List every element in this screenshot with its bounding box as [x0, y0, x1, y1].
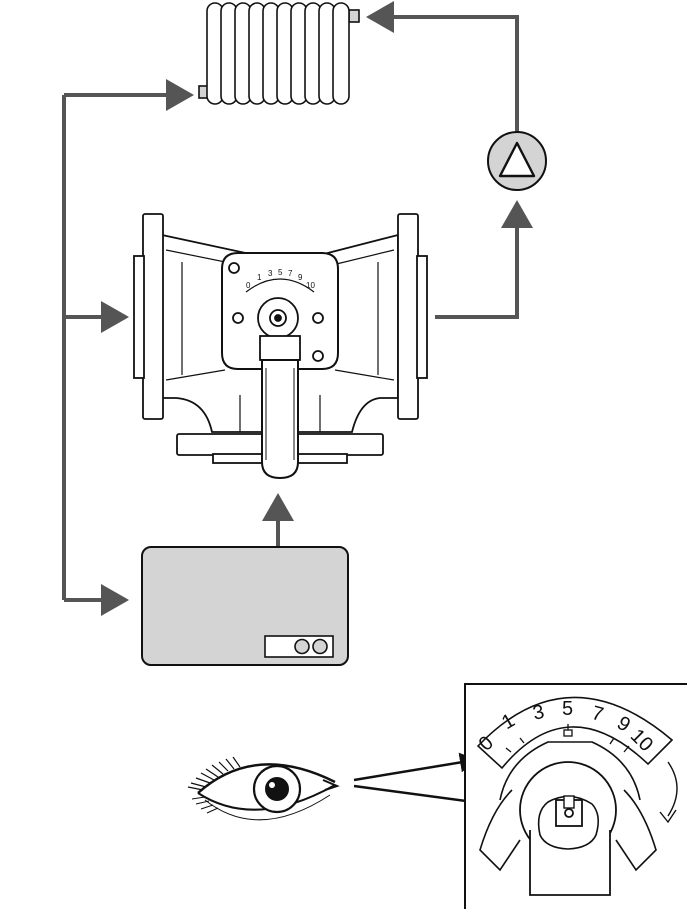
controller-led-right — [312, 638, 328, 655]
svg-text:10: 10 — [306, 281, 315, 290]
scale-label: 7 — [589, 702, 605, 726]
svg-text:0: 0 — [246, 281, 251, 290]
controller-icon — [141, 546, 349, 666]
left-flange — [142, 213, 164, 420]
svg-text:5: 5 — [278, 268, 283, 277]
scale-label: 3 — [531, 701, 546, 725]
arrow-to-scale — [353, 752, 478, 782]
svg-text:1: 1 — [257, 273, 262, 282]
svg-text:7: 7 — [288, 269, 293, 278]
svg-text:9: 9 — [298, 273, 303, 282]
rotation-arrow — [667, 761, 678, 817]
svg-text:3: 3 — [268, 269, 273, 278]
dial-handle — [529, 830, 611, 896]
pipe-pump-to-radiator — [366, 1, 519, 138]
controller-led-left — [294, 638, 310, 655]
supply-pipes — [62, 1, 533, 616]
scale-band — [476, 696, 674, 770]
radiator-icon — [198, 2, 360, 105]
scale-label: 5 — [562, 698, 573, 720]
right-flange — [397, 213, 419, 420]
pump-icon — [487, 131, 547, 191]
valve-icon: 0 1 3 5 7 9 10 — [133, 213, 428, 480]
position-dial-icon: 0 1 3 5 7 9 10 — [464, 683, 687, 909]
eye-icon — [187, 756, 340, 821]
valve-handle — [259, 335, 301, 361]
pipe-valve-to-pump — [435, 200, 533, 319]
